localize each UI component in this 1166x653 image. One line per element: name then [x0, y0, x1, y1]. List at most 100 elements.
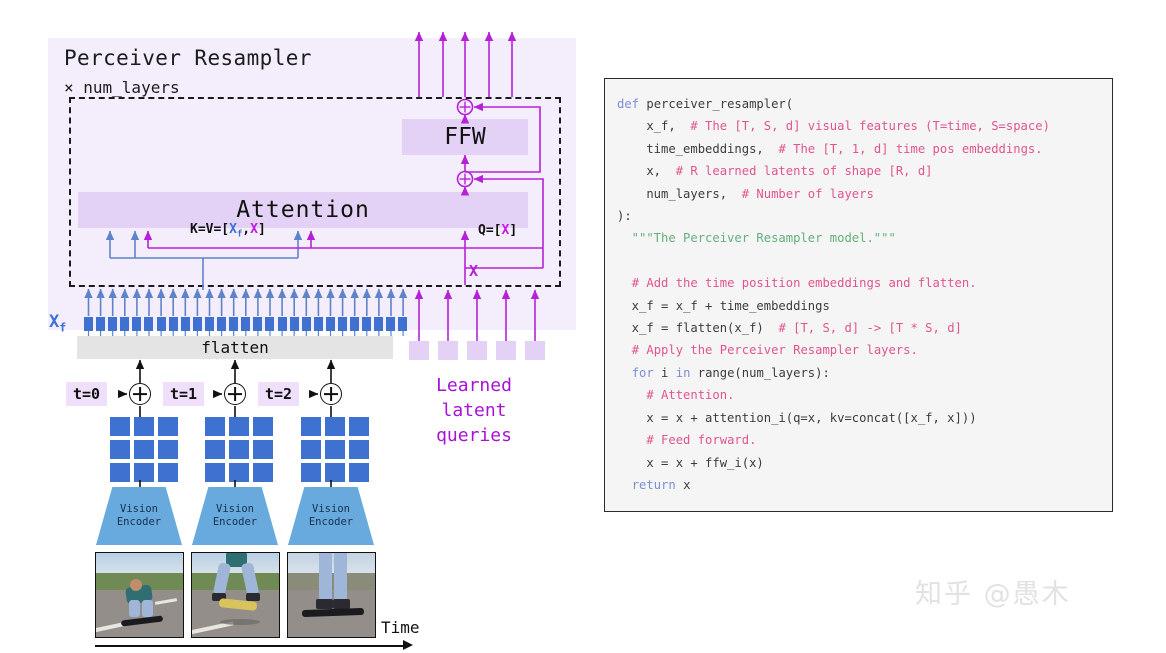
video-frame-0: [95, 552, 184, 638]
learned-latent-query-row: [409, 341, 545, 360]
image-patch: [325, 463, 345, 482]
code-token: [617, 276, 632, 290]
xf-token: [253, 317, 263, 331]
code-token: x = x + ffw_i(x): [617, 455, 764, 470]
image-patch: [158, 463, 178, 482]
image-patch: [134, 463, 154, 482]
image-patch: [158, 440, 178, 459]
code-snippet-text: def perceiver_resampler( x_f, # The [T, …: [617, 93, 1112, 496]
frame-background: [192, 573, 279, 592]
code-token: # Number of layers: [741, 186, 874, 201]
frame-subject-leg: [334, 553, 347, 601]
learned-latent-queries-caption: Learned latent queries: [436, 375, 512, 446]
image-patch: [134, 440, 154, 459]
xf-token: [386, 317, 396, 331]
xf-token: [96, 317, 106, 331]
latent-query-square: [409, 341, 429, 360]
add-node-1: [224, 383, 246, 405]
time-chip-0: t=0: [66, 382, 108, 406]
code-token: x_f = flatten(x_f): [617, 321, 779, 336]
kv-x-token: X: [250, 222, 258, 237]
vision-encoder-shape-2: [288, 487, 374, 545]
xf-token: [204, 317, 214, 331]
frame-subject-head: [130, 579, 142, 591]
num-layers-label: × num_layers: [64, 78, 180, 97]
frame-subject-leg: [142, 600, 153, 617]
patch-grid-2: [301, 417, 369, 482]
vision-encoder-1: Vision Encoder: [192, 487, 278, 545]
time-chip-1: t=1: [163, 382, 205, 406]
xf-token-row: [84, 317, 411, 331]
kv-xf-token: Xf: [229, 222, 243, 240]
vision-encoder-shape-0: [96, 487, 182, 545]
code-token: # R learned latents of shape [R, d]: [675, 164, 933, 179]
image-patch: [253, 440, 273, 459]
code-token: # Feed forward.: [646, 433, 757, 448]
frame-subject-leg: [319, 553, 332, 601]
image-patch: [253, 463, 273, 482]
xf-token: [325, 317, 335, 331]
add-node-2: [320, 383, 342, 405]
xf-token: [362, 317, 372, 331]
code-token: ):: [617, 209, 632, 224]
code-token: time_embeddings,: [617, 141, 779, 156]
image-patch: [205, 440, 225, 459]
vision-encoder-line2: Encoder: [212, 516, 258, 528]
code-token: # Apply the Perceiver Resampler layers.: [631, 343, 918, 358]
frame-subject-shoe: [333, 599, 350, 609]
xf-token: [180, 317, 190, 331]
xf-label: Xf: [49, 312, 67, 335]
image-patch: [158, 417, 178, 436]
frame-subject-shoe: [246, 593, 260, 601]
vision-encoder-0: Vision Encoder: [96, 487, 182, 545]
image-patch: [229, 463, 249, 482]
vision-encoder-line1: Vision: [312, 503, 350, 515]
code-token: # Attention.: [646, 388, 735, 403]
code-token: # Add the time position embeddings and f…: [631, 276, 977, 291]
image-patch: [253, 417, 273, 436]
code-token: [617, 343, 632, 357]
image-patch: [325, 417, 345, 436]
image-patch: [301, 440, 321, 459]
code-token: # The [T, S, d] visual features (T=time,…: [690, 119, 1050, 134]
code-token: [617, 388, 646, 402]
image-patch: [349, 463, 369, 482]
time-axis-line: [95, 645, 405, 647]
kv-suffix: ]: [257, 222, 266, 237]
time-axis-label: Time: [381, 618, 420, 637]
code-snippet-panel: def perceiver_resampler( x_f, # The [T, …: [604, 78, 1113, 512]
vision-encoder-label-0: Vision Encoder: [96, 487, 182, 545]
vision-encoder-line1: Vision: [120, 503, 158, 515]
code-token: num_layers,: [617, 186, 742, 201]
code-token: def: [617, 97, 647, 111]
code-token: return: [631, 477, 684, 492]
xf-token: [192, 317, 202, 331]
vision-encoder-line2: Encoder: [308, 516, 354, 528]
xf-token: [398, 317, 408, 331]
q-prefix: Q=[: [478, 223, 502, 238]
code-token: x_f = x_f + time_embeddings: [617, 298, 830, 313]
xf-token: [108, 317, 118, 331]
latent-query-square: [467, 341, 487, 360]
code-token: for: [631, 365, 662, 380]
video-frame-1: [191, 552, 280, 638]
flatten-bar: flatten: [77, 336, 393, 359]
kv-prefix: K=V=[: [190, 222, 230, 237]
video-frame-2: [287, 552, 376, 638]
vision-encoder-line2: Encoder: [116, 516, 162, 528]
time-chip-2: t=2: [258, 382, 300, 406]
q-suffix: ]: [509, 223, 518, 238]
attention-block: Attention: [78, 192, 528, 228]
xf-token: [313, 317, 323, 331]
latent-query-square: [496, 341, 516, 360]
xf-token: [277, 317, 287, 331]
xf-token: [350, 317, 360, 331]
frame-subject-shoe: [212, 593, 226, 601]
xf-token: [217, 317, 227, 331]
frame-shadow: [220, 619, 260, 625]
frame-subject-leg: [129, 600, 140, 617]
code-token: x,: [617, 164, 676, 179]
latent-query-square: [438, 341, 458, 360]
image-patch: [110, 417, 130, 436]
vision-encoder-shape-1: [192, 487, 278, 545]
